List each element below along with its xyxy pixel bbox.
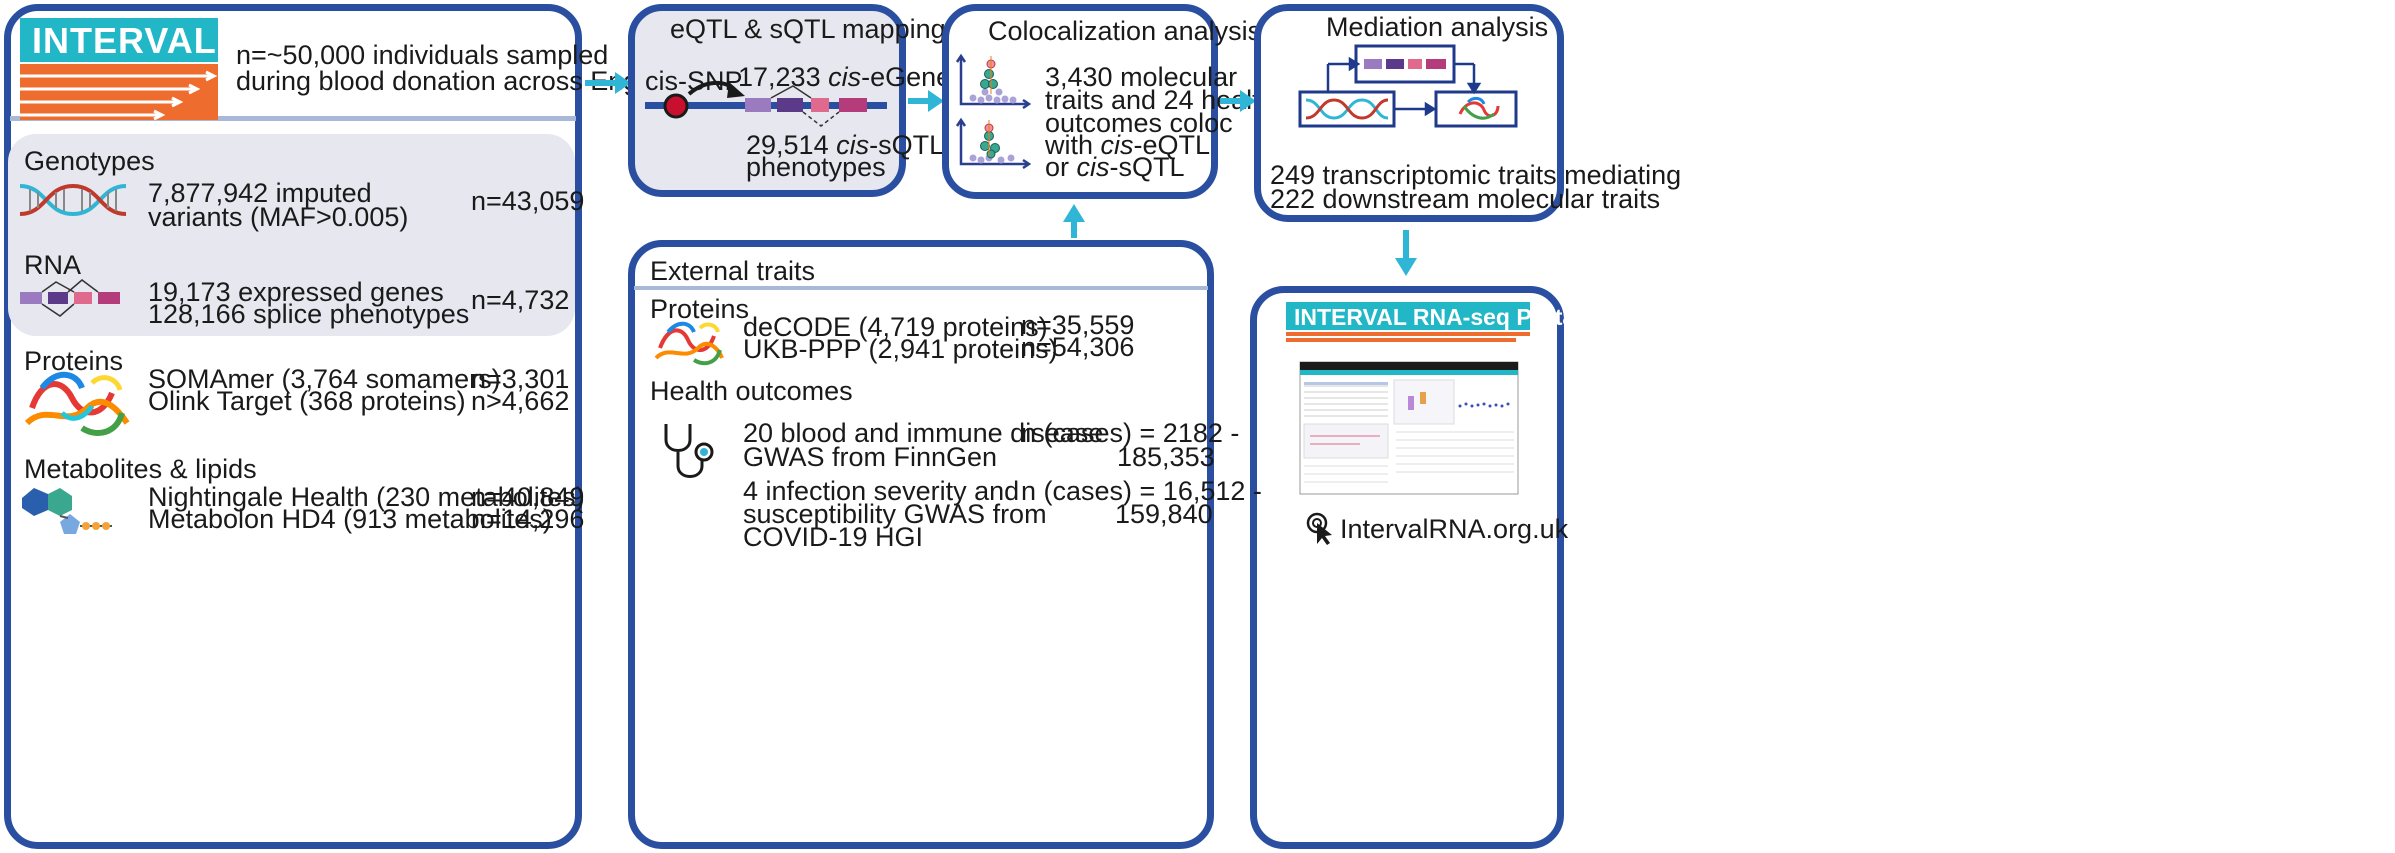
proteins-line1: SOMAmer (3,764 somamers) xyxy=(148,364,501,394)
decode-label: deCODE (4,719 proteins) xyxy=(743,312,1048,342)
covid-n1: n (cases) = 16,512 - xyxy=(1021,476,1262,506)
external-traits-panel xyxy=(628,240,1214,849)
portal-title: INTERVAL RNA-seq Portal xyxy=(1294,304,1582,330)
ukb-n: n=54,306 xyxy=(1021,332,1135,362)
metabolites-heading: Metabolites & lipids xyxy=(24,454,257,484)
protein-structure-icon xyxy=(24,371,130,436)
coloc-line1: 3,430 molecular xyxy=(1045,62,1238,92)
proteins-heading: Proteins xyxy=(24,346,124,376)
sqtl-label-2: phenotypes xyxy=(746,152,886,182)
genotypes-line2: variants (MAF>0.005) xyxy=(148,202,409,232)
portal-banner: INTERVAL RNA-seq Portal xyxy=(1286,302,1582,342)
flow-arrow-mediation-to-portal xyxy=(1395,230,1417,276)
covid-n2: 159,840 xyxy=(1115,499,1213,529)
mediation-title: Mediation analysis xyxy=(1326,12,1549,42)
finngen-n2: 185,353 xyxy=(1117,442,1215,472)
mediation-line2: 222 downstream molecular traits xyxy=(1270,184,1661,214)
coloc-line5: or cis-sQTL xyxy=(1045,152,1185,182)
cohort-description-1: n=~50,000 individuals sampled xyxy=(236,40,609,70)
portal-screenshot[interactable] xyxy=(1299,361,1519,495)
mediation-panel xyxy=(1254,4,1564,222)
external-title: External traits xyxy=(650,256,816,286)
metabolites-line1: Nightingale Health (230 metabolites) xyxy=(148,482,585,512)
qtl-gene-track xyxy=(645,81,887,127)
genotypes-heading: Genotypes xyxy=(24,146,155,176)
metabolites-n2: n=14,296 xyxy=(471,504,585,534)
ukb-label: UKB-PPP (2,941 proteins) xyxy=(743,334,1058,364)
splicing-icon xyxy=(20,279,120,317)
external-protein-icon xyxy=(654,321,724,366)
proteins-n1: n=3,301 xyxy=(471,364,570,394)
flow-arrow-qtl-to-coloc xyxy=(908,90,944,112)
covid-line3: COVID-19 HGI xyxy=(743,522,924,552)
proteins-n2: n>4,662 xyxy=(471,386,570,416)
finngen-line1: 20 blood and immune disease xyxy=(743,418,1104,448)
coloc-line4: with cis-eQTL xyxy=(1045,130,1211,160)
genotypes-n: n=43,059 xyxy=(471,186,585,216)
rna-heading: RNA xyxy=(24,250,82,280)
external-divider xyxy=(634,286,1208,290)
rna-n: n=4,732 xyxy=(471,285,570,315)
scatter-plot-icon xyxy=(955,53,1032,170)
interval-logo: INTERVAL xyxy=(20,18,218,121)
mediation-line1: 249 transcriptomic traits mediating xyxy=(1270,160,1682,190)
finngen-line2: GWAS from FinnGen xyxy=(743,442,998,472)
finngen-n1: n (cases) = 2182 - xyxy=(1021,418,1240,448)
stethoscope-icon xyxy=(664,424,714,478)
click-cursor-icon xyxy=(1306,512,1332,545)
rna-line1: 19,173 expressed genes xyxy=(148,277,444,307)
covid-line1: 4 infection severity and xyxy=(743,476,1020,506)
dna-icon xyxy=(19,183,127,217)
flow-arrow-external-to-coloc xyxy=(1063,204,1085,238)
covid-line2: susceptibility GWAS from xyxy=(743,499,1047,529)
health-outcomes-heading: Health outcomes xyxy=(650,376,853,406)
colocalization-panel xyxy=(942,4,1218,199)
qtl-title: eQTL & sQTL mapping xyxy=(670,14,946,44)
rna-line2: 128,166 splice phenotypes xyxy=(148,299,470,329)
coloc-title: Colocalization analysis xyxy=(988,16,1262,46)
coloc-line3: outcomes coloc xyxy=(1045,108,1233,138)
interval-logo-text: INTERVAL xyxy=(32,20,217,61)
mediation-diagram xyxy=(1298,44,1518,128)
proteins-line2: Olink Target (368 proteins) xyxy=(148,386,466,416)
panel-divider xyxy=(10,116,576,121)
metabolites-line2: Metabolon HD4 (913 metabolites) xyxy=(148,504,552,534)
portal-url-link[interactable]: IntervalRNA.org.uk xyxy=(1340,514,1569,544)
flow-arrow-coloc-to-mediation xyxy=(1220,90,1256,112)
metabolites-n1: n=40,849 xyxy=(471,482,585,512)
interval-logo-stripes xyxy=(20,70,218,121)
decode-n: n=35,559 xyxy=(1021,310,1135,340)
external-proteins-heading: Proteins xyxy=(650,294,750,324)
cis-snp-label: cis-SNP xyxy=(645,66,743,96)
flow-arrow-cohort-to-qtl xyxy=(585,72,631,94)
molecule-icon xyxy=(22,488,112,534)
sqtl-label-1: 29,514 cis-sQTL xyxy=(746,130,945,160)
genotypes-line1: 7,877,942 imputed xyxy=(148,178,372,208)
